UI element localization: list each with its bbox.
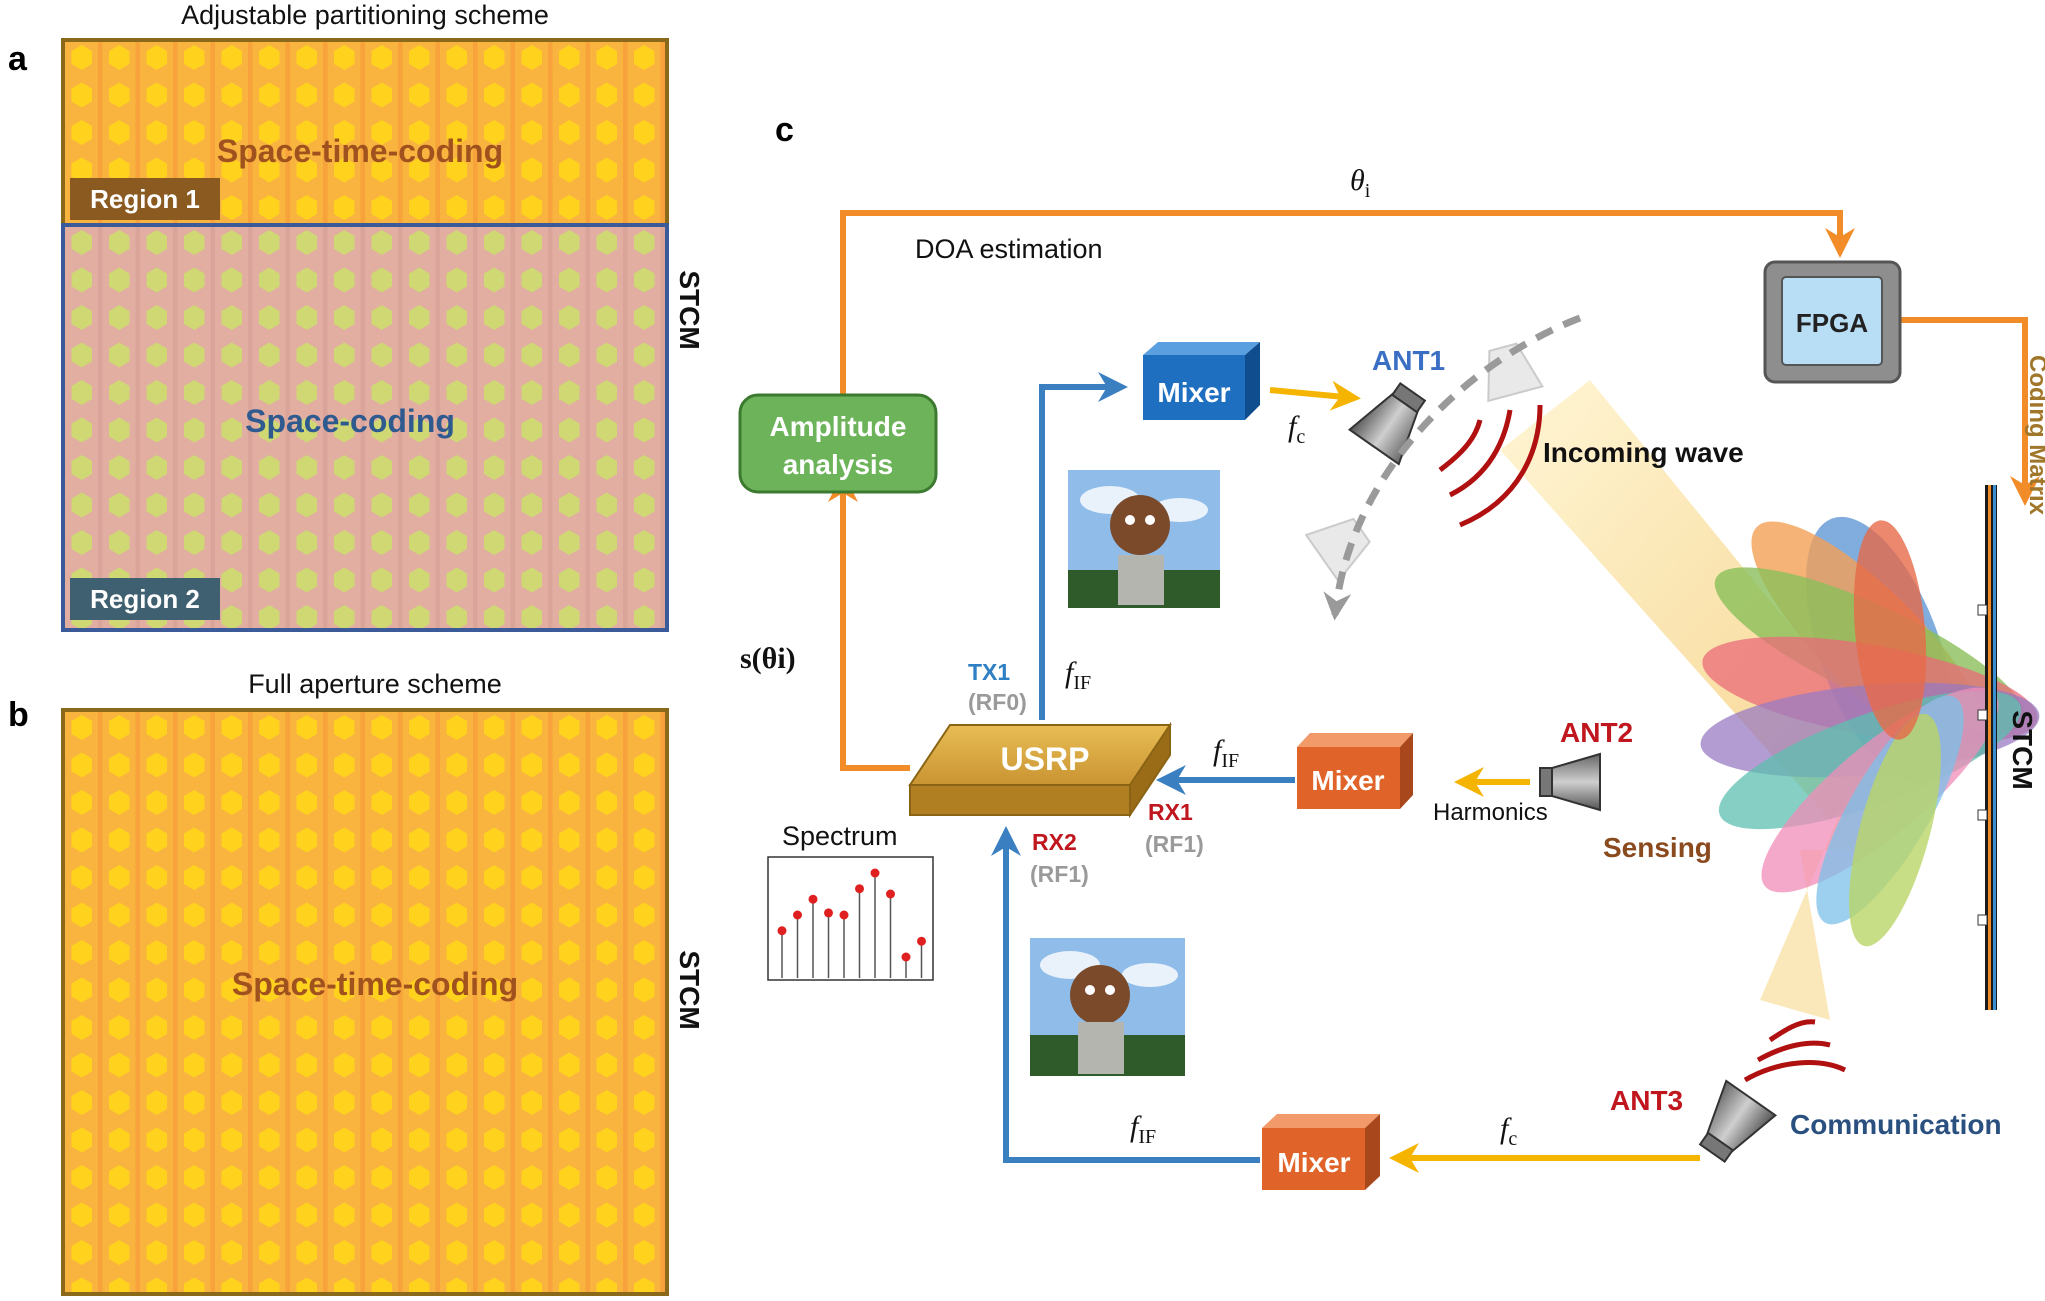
ant3-horn: [1698, 1079, 1778, 1164]
region-1-tag: Region 1: [70, 178, 220, 220]
panel-b-side-label: STCM: [674, 950, 705, 1029]
fc-bottom-label: fc: [1500, 1112, 1517, 1150]
panel-a-caption: Adjustable partitioning scheme: [181, 0, 549, 30]
stcm-plate: [1977, 485, 1997, 1010]
spectrum-frame: [767, 856, 934, 981]
ant2-label: ANT2: [1560, 717, 1633, 748]
tx1-label: TX1: [968, 659, 1010, 685]
panel-c-stcm-label: STCM: [2007, 710, 2038, 789]
panel-a-side-label: STCM: [674, 270, 705, 349]
spectrum-point: [870, 868, 880, 878]
communication-label: Communication: [1790, 1109, 2002, 1140]
panel-b-center-text: Space-time-coding: [232, 966, 518, 1002]
panel-c-letter: c: [775, 111, 794, 149]
ant1-rotation-arc: [1323, 314, 1582, 621]
spectrum-point: [793, 910, 802, 920]
photo-bottom: [1030, 938, 1185, 1076]
rx1-port: (RF1): [1145, 831, 1204, 857]
fif-rx2-label: fIF: [1130, 1110, 1156, 1148]
panel-b-letter: b: [8, 696, 29, 734]
spectrum-point: [886, 889, 895, 899]
spectrum-point: [808, 894, 818, 904]
blue-signal-lines: [991, 372, 1295, 1163]
fpga-block: FPGA: [1763, 260, 1902, 384]
ant1-horn: [1347, 381, 1427, 466]
yellow-signal-lines: [1269, 380, 1700, 1173]
panel-a-metasurface: [61, 38, 669, 632]
spectrum-point: [917, 936, 926, 946]
panel-a-letter: a: [8, 40, 28, 78]
fpga-label: FPGA: [1796, 308, 1868, 338]
usrp-block: USRP: [908, 721, 1172, 819]
region-1-label: Region 1: [90, 184, 200, 214]
usrp-label: USRP: [1001, 741, 1090, 777]
amplitude-label-line1: Amplitude: [770, 411, 907, 442]
panel-b-metasurface: [61, 708, 669, 1296]
rx1-label: RX1: [1148, 799, 1193, 825]
region-2-tag: Region 2: [70, 578, 220, 620]
mixer-top: Mixer: [1143, 342, 1260, 420]
harmonics-label: Harmonics: [1433, 799, 1548, 826]
rx2-label: RX2: [1032, 829, 1077, 855]
amplitude-analysis-block: Amplitude analysis: [738, 393, 938, 494]
region-2-label: Region 2: [90, 584, 200, 614]
mixer-bottom: Mixer: [1262, 1114, 1380, 1190]
spectrum-point: [777, 926, 787, 936]
radiation-lobes: [1700, 516, 2040, 947]
spectrum-stems: [777, 868, 926, 978]
fc-top-label: fc: [1288, 410, 1305, 448]
ant1-label: ANT1: [1372, 345, 1445, 376]
incoming-wave-label: Incoming wave: [1543, 437, 1744, 468]
panel-a-top-text: Space-time-coding: [217, 133, 503, 169]
mixer-middle-label: Mixer: [1311, 765, 1384, 796]
panel-b-caption: Full aperture scheme: [248, 669, 502, 699]
panel-a-bottom-text: Space-coding: [245, 403, 455, 439]
spectrum-point: [839, 910, 849, 920]
mixer-top-label: Mixer: [1157, 377, 1230, 408]
signal-label: s(θi): [740, 642, 796, 675]
spectrum-point: [855, 884, 864, 894]
spectrum-point: [901, 952, 911, 962]
spectrum-label: Spectrum: [782, 821, 898, 851]
incoming-wave-arcs: [1438, 404, 1543, 528]
communication-wave-arcs: [1743, 1019, 1847, 1083]
mixer-middle: Mixer: [1297, 733, 1413, 809]
fif-tx-label: fIF: [1065, 656, 1091, 694]
rx2-port: (RF1): [1030, 861, 1089, 887]
ant1-ghost-horns: [1304, 342, 1544, 583]
theta-label: θi: [1350, 164, 1371, 202]
doa-label: DOA estimation: [915, 234, 1103, 264]
sensing-label: Sensing: [1603, 832, 1712, 863]
amplitude-label-line2: analysis: [783, 449, 894, 480]
fif-rx1-label: fIF: [1213, 734, 1239, 772]
tx1-port: (RF0): [968, 689, 1027, 715]
photo-top: [1068, 470, 1220, 608]
ant3-label: ANT3: [1610, 1085, 1683, 1116]
spectrum-point: [824, 908, 833, 918]
mixer-bottom-label: Mixer: [1277, 1147, 1350, 1178]
ant2-horn: [1539, 752, 1601, 812]
coding-matrix-label: Coding Matrix: [2024, 355, 2045, 516]
